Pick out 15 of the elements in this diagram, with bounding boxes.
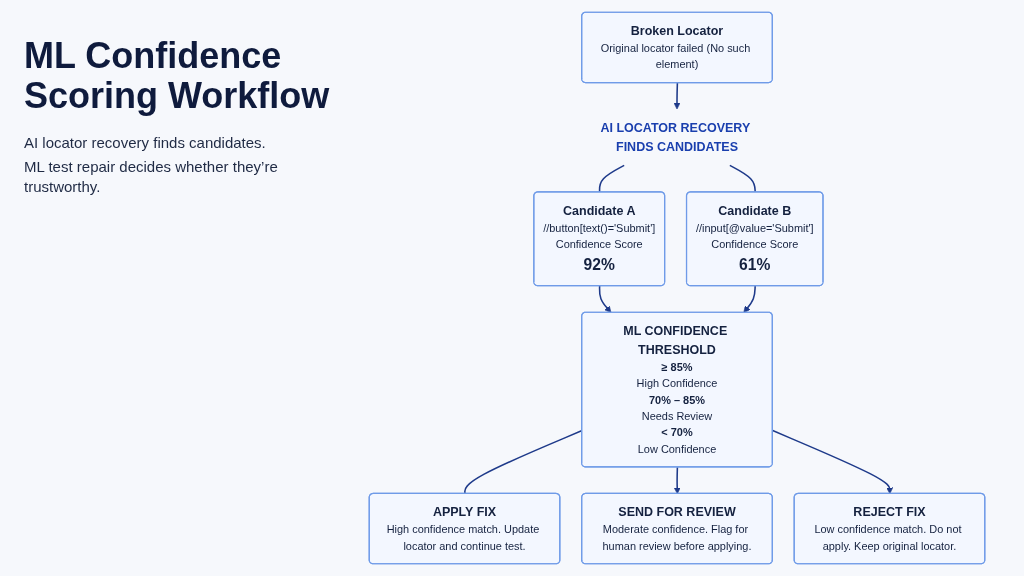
arrow <box>743 285 756 313</box>
process-box: Candidate B //input[@value='Submit'] Confidence Score 61% <box>685 191 824 287</box>
title: ML Confidence Scoring Workflow <box>24 36 331 117</box>
process-box: Candidate A //button[text()='Submit'] Confidence Score 92% <box>533 191 666 287</box>
process-box: REJECT FIX Low confidence match. Do not apply. Keep original locator. <box>793 492 986 565</box>
process-box: SEND FOR REVIEW Moderate confidence. Flag for human review before applying. <box>581 492 773 565</box>
heading-text: AI LOCATOR RECOVERY FINDS CANDIDATES <box>600 120 751 153</box>
arrow <box>673 82 681 110</box>
arrow <box>598 285 612 313</box>
subtitle-text: AI locator recovery finds candidates. <box>24 132 267 153</box>
arrow <box>673 466 681 495</box>
process-box: Broken Locator Original locator failed (No such element) <box>581 11 773 84</box>
process-box: APPLY FIX High confidence match. Update locator and continue test. <box>368 492 561 565</box>
threshold-panel: ML CONFIDENCE THRESHOLD ≥ 85% High Confidence 70% – 85% Needs Review < 70% Low Confidence <box>581 311 773 468</box>
subtitle-text: ML test repair decides whether they’re trustworthy. <box>24 157 279 197</box>
